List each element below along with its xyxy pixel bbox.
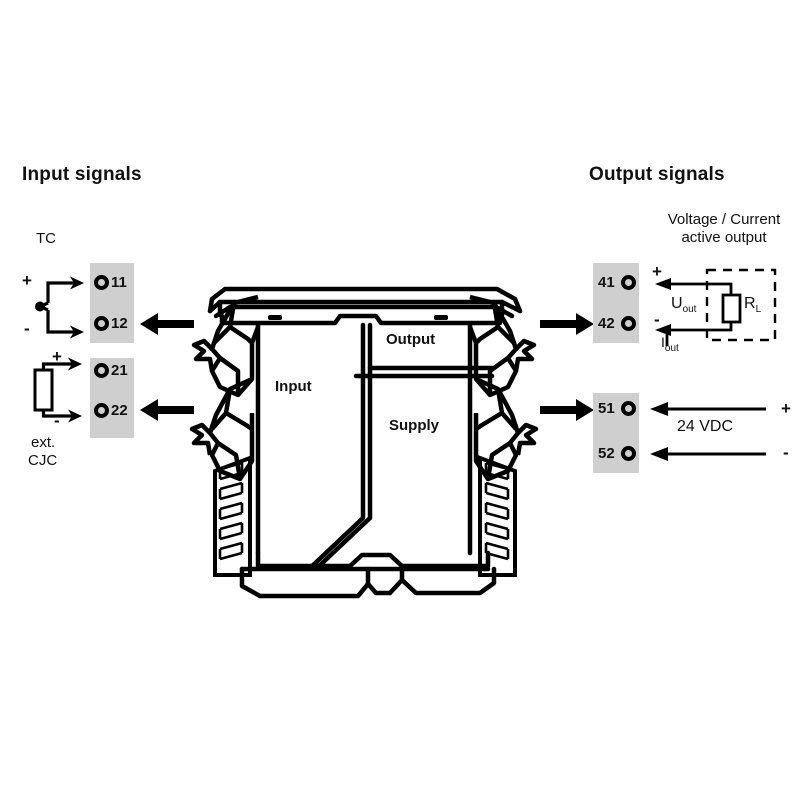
housing-label-supply: Supply [389, 417, 440, 434]
terminal-22-contact[interactable] [94, 403, 109, 418]
output-mode-line2: active output [681, 229, 767, 246]
terminal-41-contact[interactable] [621, 275, 636, 290]
output-plus-sign: + [652, 262, 662, 281]
r-load-symbol: R [744, 295, 756, 312]
output-minus-sign: - [654, 310, 660, 329]
r-load-subscript: L [755, 304, 762, 316]
terminal-52-number: 52 [598, 445, 615, 462]
terminal-21-number: 21 [111, 362, 128, 379]
thermocouple-symbol [18, 262, 92, 348]
tc-sensor-label: TC [36, 230, 56, 247]
output-signals-heading: Output signals [589, 164, 725, 185]
output-arrow-top [540, 310, 596, 338]
terminal-12-number: 12 [111, 315, 128, 332]
cjc-label-line2: CJC [28, 452, 58, 469]
input-arrow-bottom [138, 396, 194, 424]
cjc-plus-sign: + [52, 347, 62, 366]
housing-label-output: Output [386, 331, 436, 348]
supply-minus-sign: - [783, 443, 789, 462]
terminal-42-contact[interactable] [621, 316, 636, 331]
output-arrow-bottom [540, 396, 596, 424]
terminal-52-contact[interactable] [621, 446, 636, 461]
output-mode-line1: Voltage / Current [667, 211, 781, 228]
i-out-subscript: out [664, 342, 679, 354]
device-housing-drawing [189, 283, 540, 618]
supply-plus-sign: + [781, 399, 791, 418]
u-out-symbol: U [671, 295, 683, 312]
terminal-11-contact[interactable] [94, 275, 109, 290]
tc-plus-sign: + [22, 271, 32, 290]
housing-label-input: Input [275, 378, 312, 395]
input-arrow-top [138, 310, 194, 338]
cjc-resistor-symbol [22, 352, 92, 428]
tc-minus-sign: - [24, 319, 30, 338]
terminal-21-contact[interactable] [94, 363, 109, 378]
cjc-minus-sign: - [54, 411, 60, 430]
terminal-22-number: 22 [111, 402, 128, 419]
cjc-label-line1: ext. [31, 434, 56, 451]
r-load-label: RL [744, 295, 761, 315]
terminal-11-number: 11 [111, 274, 127, 291]
terminal-42-number: 42 [598, 315, 615, 332]
i-out-symbol: I [661, 334, 665, 350]
u-out-subscript: out [682, 304, 697, 316]
terminal-51-contact[interactable] [621, 401, 636, 416]
output-load-circuit [645, 258, 800, 358]
supply-wiring [648, 396, 773, 464]
terminal-51-number: 51 [598, 400, 615, 417]
input-signals-heading: Input signals [22, 164, 142, 185]
terminal-41-number: 41 [598, 274, 615, 291]
i-out-label: Iout [661, 334, 679, 354]
u-out-label: Uout [671, 295, 696, 315]
supply-voltage-label: 24 VDC [677, 418, 734, 435]
terminal-12-contact[interactable] [94, 316, 109, 331]
